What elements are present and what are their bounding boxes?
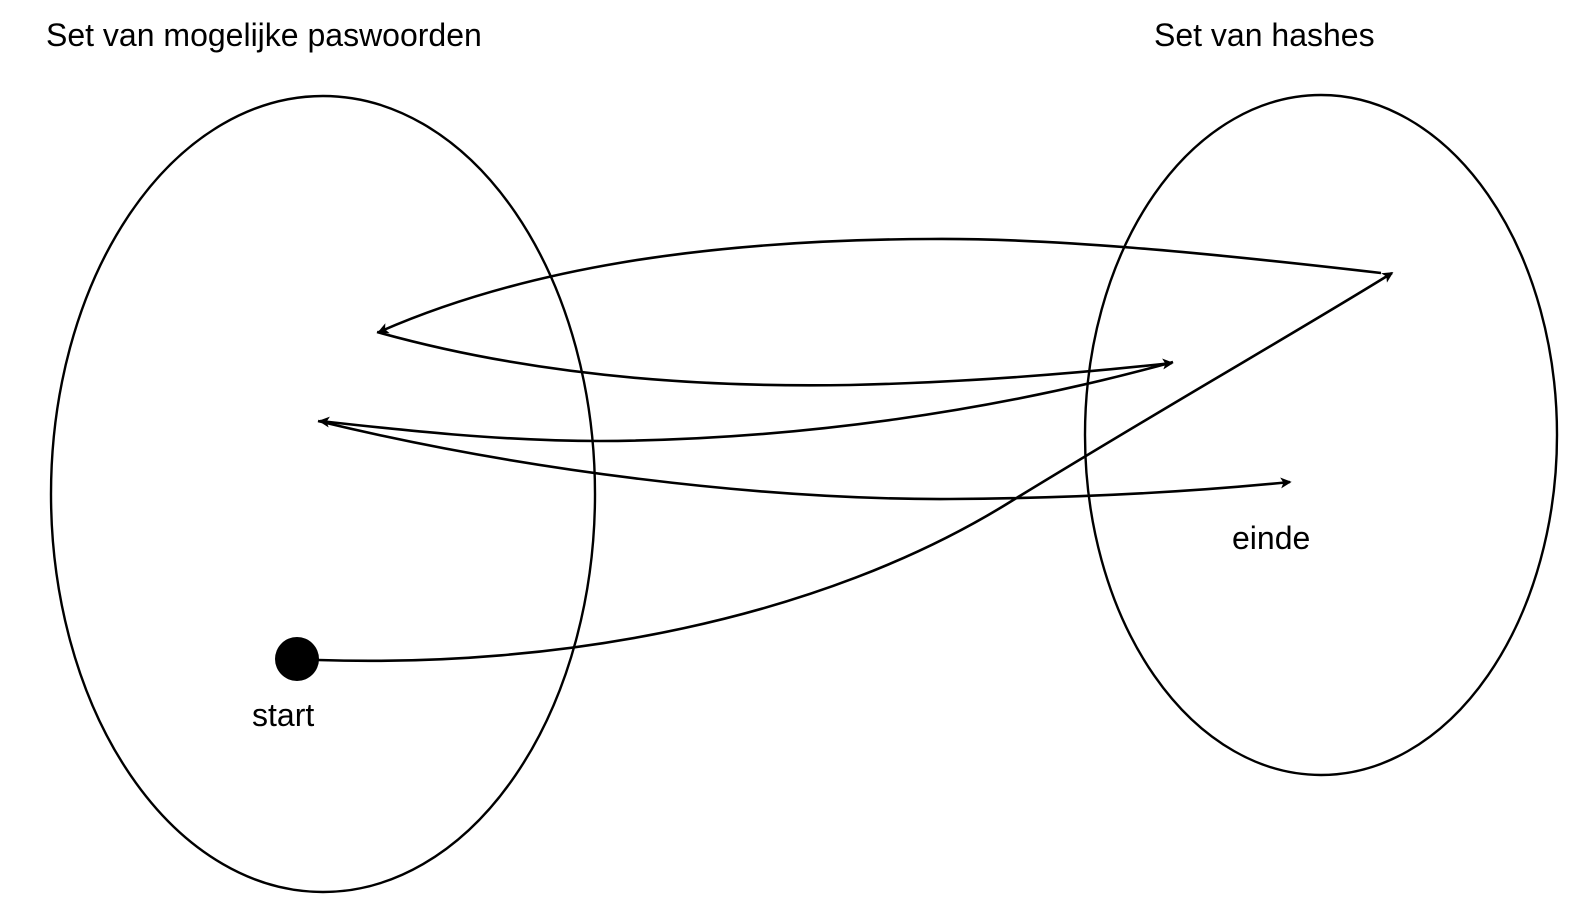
start-node-dot: [275, 637, 319, 681]
einde-node-label: einde: [1232, 520, 1310, 556]
passwords-set-ellipse: [49, 94, 597, 894]
edge-p1-to-h2: [376, 330, 1174, 387]
hashes-set-title: Set van hashes: [1154, 17, 1375, 53]
hashes-set-ellipse: [1083, 93, 1559, 777]
passwords-set-title: Set van mogelijke paswoorden: [46, 17, 482, 53]
start-node-label: start: [252, 697, 314, 733]
edge-h1-to-p1: [377, 237, 1382, 334]
edge-h2-to-p2: [318, 360, 1174, 443]
edge-start-to-h1: [317, 271, 1394, 663]
edge-p2-to-einde: [317, 419, 1292, 501]
